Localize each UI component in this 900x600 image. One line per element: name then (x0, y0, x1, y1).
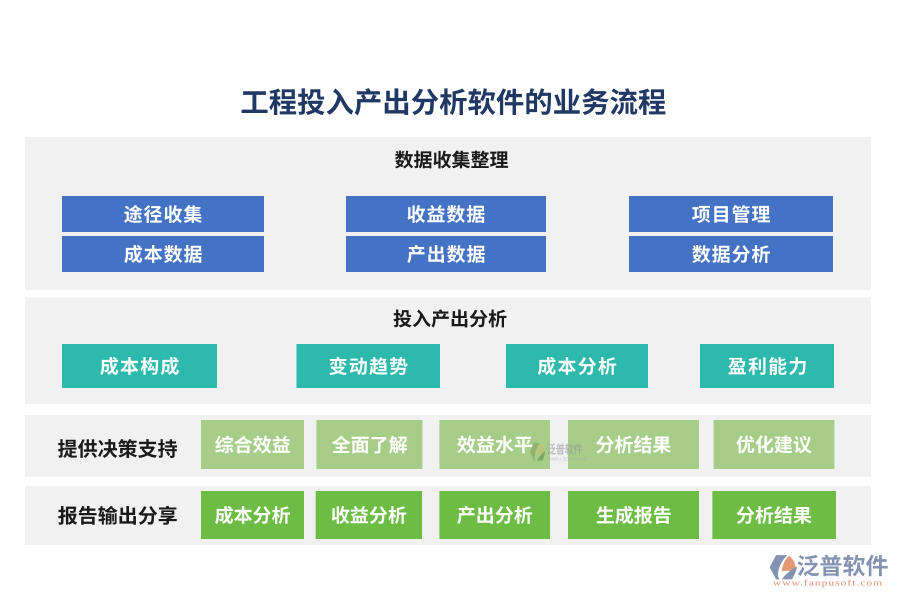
svg-text:www.fanpusoft.com: www.fanpusoft.com (773, 579, 883, 588)
svg-text:FANPU SOFTWARE: FANPU SOFTWARE (547, 457, 587, 462)
